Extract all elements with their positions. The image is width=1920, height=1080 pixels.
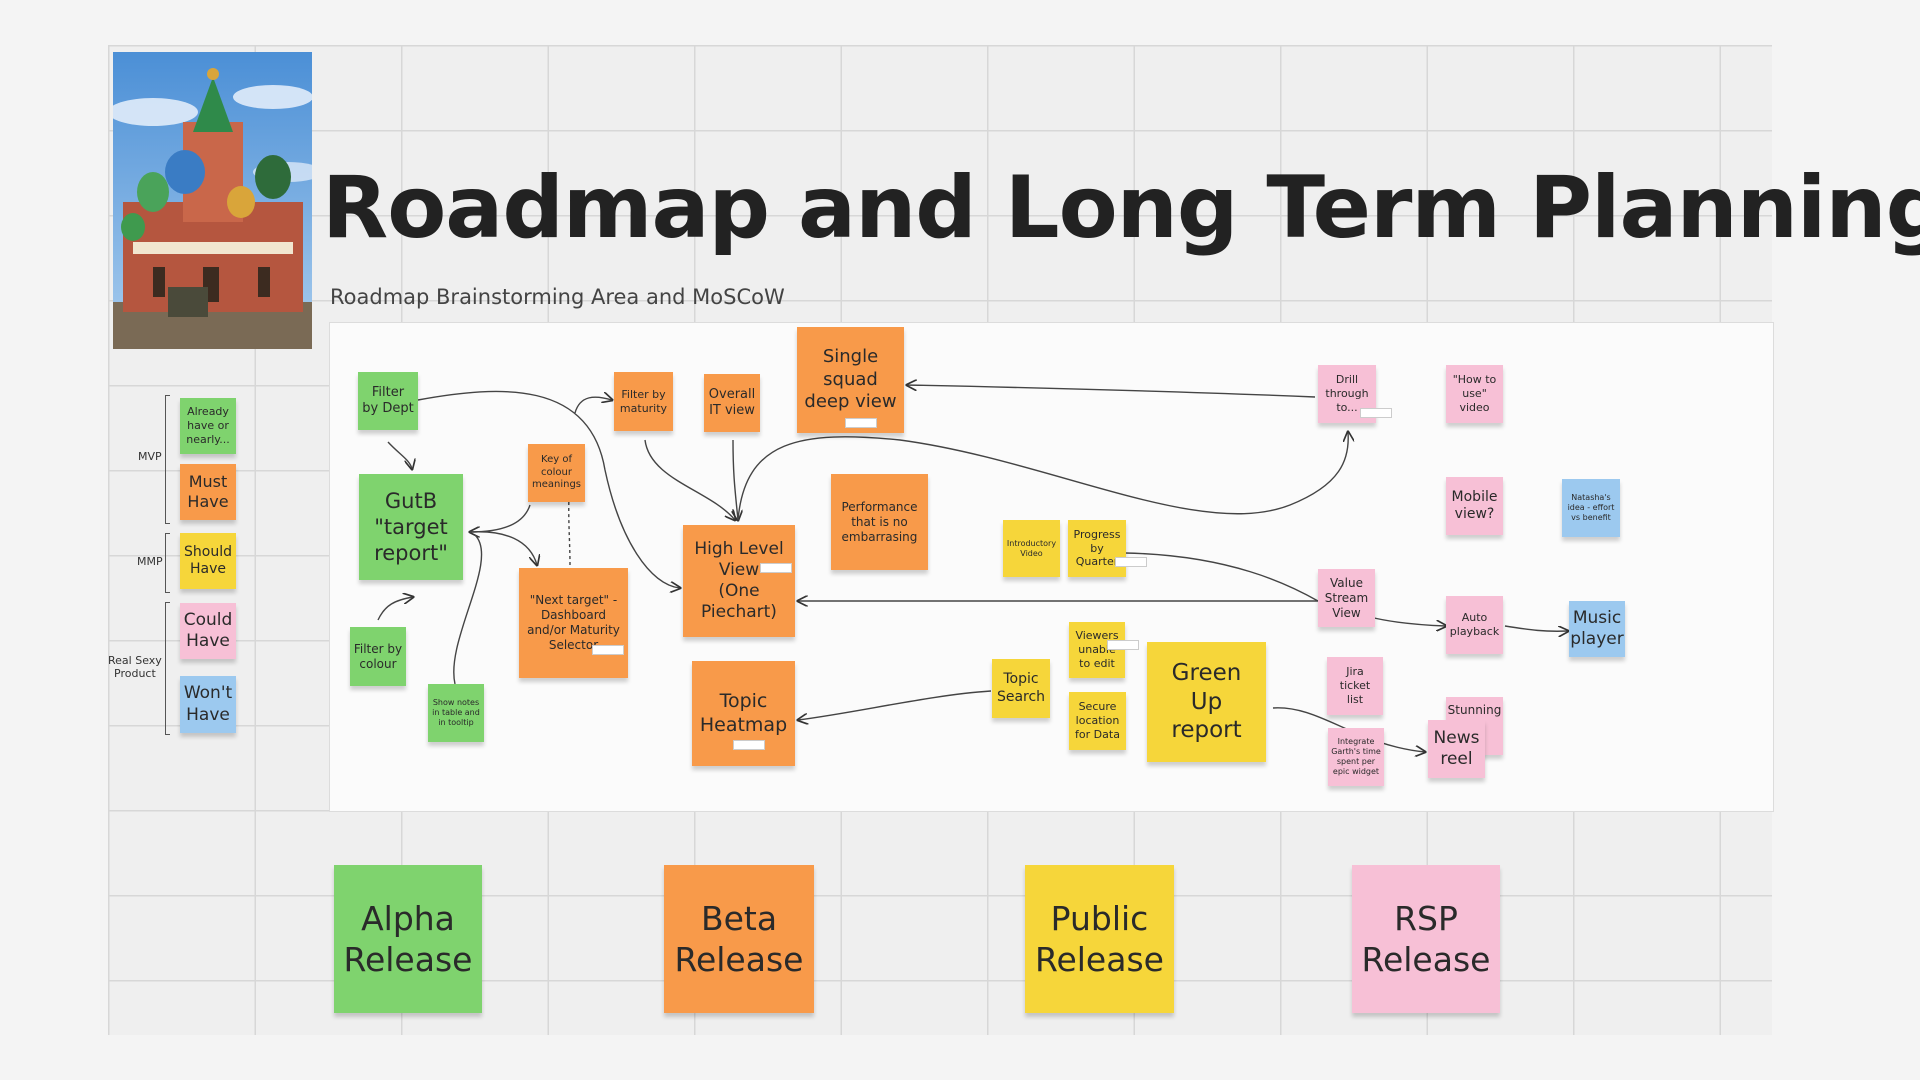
note-overall-it-view[interactable]: Overall IT view [704,374,760,432]
legend-wont-have[interactable]: Won't Have [180,676,236,733]
mvp-brace [165,395,170,524]
note-filter-by-dept[interactable]: Filter by Dept [358,372,418,430]
note-filter-by-maturity[interactable]: Filter by maturity [614,372,673,431]
note-show-notes-tooltip[interactable]: Show notes in table and in tooltip [428,684,484,742]
page-subtitle: Roadmap Brainstorming Area and MoSCoW [330,285,785,309]
note-tag [733,740,765,750]
note-drill-through[interactable]: Drill through to... [1318,365,1376,423]
note-jira-ticket-list[interactable]: Jira ticket list [1327,657,1383,715]
note-tag [1360,408,1392,418]
release-beta[interactable]: Beta Release [664,865,814,1013]
note-gutb-target-report[interactable]: GutB "target report" [359,474,463,580]
note-progress-by-quarter[interactable]: Progress by Quarter [1068,520,1126,577]
note-high-level-view[interactable]: High Level View (One Piechart) [683,525,795,637]
note-news-reel[interactable]: News reel [1428,720,1485,778]
note-filter-by-colour[interactable]: Filter by colour [350,627,406,686]
note-tag [592,645,624,655]
note-viewers-unable-to-edit[interactable]: Viewers unable to edit [1069,622,1125,678]
note-tag [1115,557,1147,567]
legend-must-have[interactable]: Must Have [180,464,236,520]
note-natashas-idea[interactable]: Natasha's idea - effort vs benefit [1562,479,1620,537]
legend-already-have[interactable]: Already have or nearly... [180,398,236,454]
note-next-target-dashboard[interactable]: "Next target" - Dashboard and/or Maturit… [519,568,628,678]
rsp-brace [165,602,170,735]
note-performance[interactable]: Performance that is no embarrasing [831,474,928,570]
note-green-up-report[interactable]: Green Up report [1147,642,1266,762]
note-topic-search[interactable]: Topic Search [992,659,1050,718]
note-key-of-colour-meanings[interactable]: Key of colour meanings [528,444,585,502]
note-tag [845,418,877,428]
note-tag [760,563,792,573]
note-secure-location-for-data[interactable]: Secure location for Data [1069,692,1126,750]
note-how-to-use-video[interactable]: "How to use" video [1446,365,1503,423]
legend-could-have[interactable]: Could Have [180,603,236,659]
note-single-squad-deep-view[interactable]: Single squad deep view [797,327,904,433]
note-auto-playback[interactable]: Auto playback [1446,596,1503,654]
note-introductory-video[interactable]: Introductory Video [1003,520,1060,577]
legend-rsp-label: Real Sexy Product [108,654,162,680]
legend-mmp-label: MMP [137,555,163,568]
mmp-brace [165,533,170,593]
legend-mvp-label: MVP [138,450,162,463]
legend-should-have[interactable]: Should Have [180,533,236,589]
note-mobile-view[interactable]: Mobile view? [1446,477,1503,535]
note-value-stream-view[interactable]: Value Stream View [1318,569,1375,627]
note-tag [1107,640,1139,650]
note-topic-heatmap[interactable]: Topic Heatmap [692,661,795,766]
release-public[interactable]: Public Release [1025,865,1174,1013]
cathedral-photo[interactable] [113,52,312,349]
page-title: Roadmap and Long Term Planning [322,158,1920,258]
release-rsp[interactable]: RSP Release [1352,865,1500,1013]
note-integrate-garth-widget[interactable]: Integrate Garth's time spent per epic wi… [1328,728,1384,786]
release-alpha[interactable]: Alpha Release [334,865,482,1013]
note-music-player[interactable]: Music player [1569,601,1625,657]
